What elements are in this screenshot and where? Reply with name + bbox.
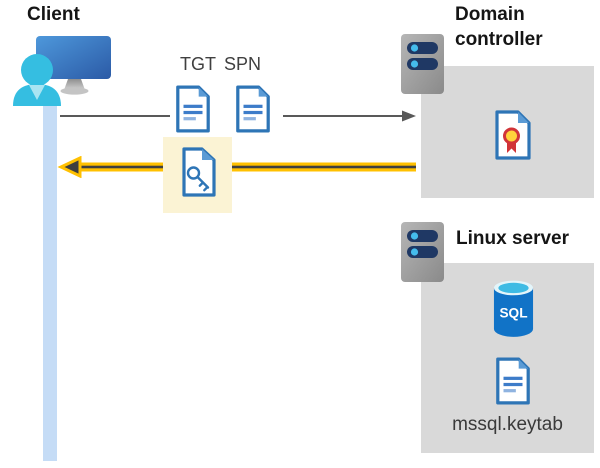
spn-document-icon <box>236 85 270 133</box>
keytab-document-icon <box>496 357 530 405</box>
sql-database-cylinder-icon: SQL <box>493 280 534 337</box>
linux-server-icon <box>401 222 444 282</box>
linux-server-label: Linux server <box>456 228 569 249</box>
domain-controller-label: Domain controller <box>455 4 543 50</box>
request-arrow-right-icon <box>60 110 416 122</box>
domain-controller-server-icon <box>401 34 444 94</box>
tgt-label: TGT <box>180 54 216 74</box>
sql-badge-text: SQL <box>499 305 527 320</box>
ticket-return-arrow-left-icon <box>57 156 416 178</box>
certificate-document-icon <box>495 110 531 160</box>
key-ticket-document-icon <box>182 147 216 197</box>
client-label: Client <box>27 4 80 25</box>
mssql-keytab-label: mssql.keytab <box>452 414 563 435</box>
tgt-document-icon <box>176 85 210 133</box>
spn-label: SPN <box>224 54 262 74</box>
client-computer-user-icon <box>13 36 111 106</box>
client-lifeline-bar <box>43 92 57 461</box>
